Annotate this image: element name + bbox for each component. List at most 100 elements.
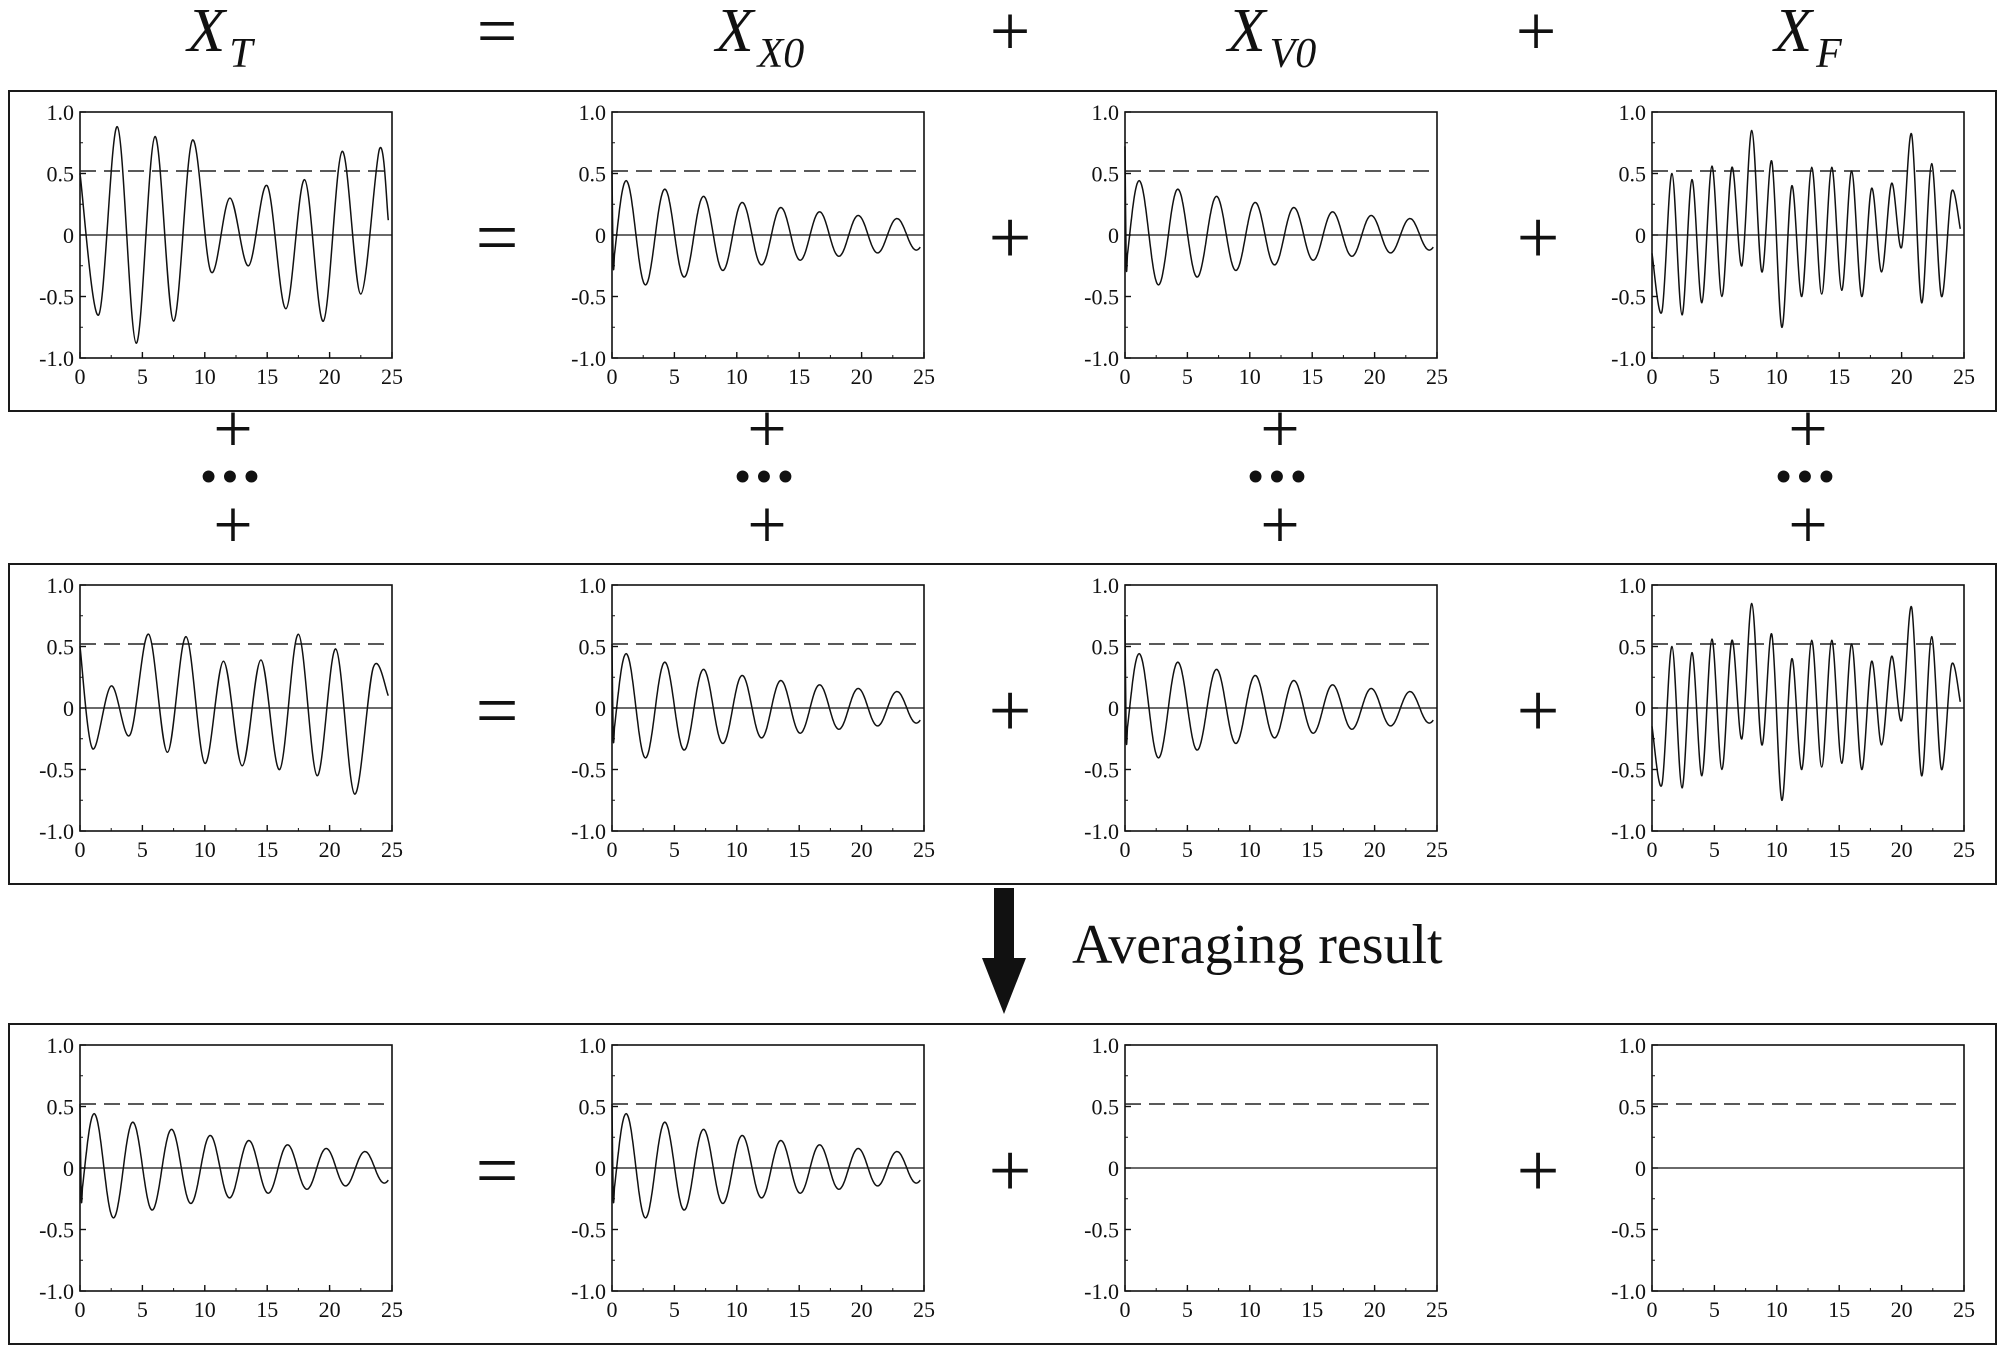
header-plus-1: + bbox=[989, 0, 1031, 71]
y-tick-label: -0.5 bbox=[1084, 758, 1119, 783]
x-tick-label: 15 bbox=[1301, 364, 1323, 389]
y-tick-label: 1.0 bbox=[1092, 1035, 1120, 1058]
series-line bbox=[611, 1103, 921, 1219]
x-tick-label: 0 bbox=[1120, 837, 1131, 862]
y-tick-label: 0.5 bbox=[47, 162, 75, 187]
y-tick-label: 0.5 bbox=[1619, 1095, 1647, 1120]
header-xt: XT bbox=[187, 0, 253, 77]
header-xf: XF bbox=[1774, 0, 1842, 77]
row-3-equals: = bbox=[475, 1129, 519, 1213]
x-tick-label: 0 bbox=[607, 837, 618, 862]
y-tick-label: -0.5 bbox=[1611, 758, 1646, 783]
y-tick-label: 1.0 bbox=[47, 102, 75, 125]
x-tick-label: 5 bbox=[669, 1297, 680, 1322]
x-tick-label: 15 bbox=[1828, 364, 1850, 389]
x-tick-label: 5 bbox=[1182, 1297, 1193, 1322]
y-tick-label: -0.5 bbox=[39, 758, 74, 783]
y-tick-label: -1.0 bbox=[571, 346, 606, 371]
x-tick-label: 15 bbox=[256, 1297, 278, 1322]
connector-ellipsis: ••• bbox=[734, 452, 800, 501]
x-tick-label: 5 bbox=[669, 364, 680, 389]
x-tick-label: 20 bbox=[1364, 364, 1386, 389]
x-tick-label: 10 bbox=[726, 1297, 748, 1322]
x-tick-label: 15 bbox=[256, 837, 278, 862]
y-tick-label: 0 bbox=[1108, 223, 1119, 248]
y-tick-label: -1.0 bbox=[571, 819, 606, 844]
connector-plus-top: + bbox=[1788, 391, 1828, 468]
x-tick-label: 15 bbox=[1828, 837, 1850, 862]
y-tick-label: 1.0 bbox=[579, 102, 607, 125]
x-tick-label: 25 bbox=[913, 837, 935, 862]
y-tick-label: 0 bbox=[63, 696, 74, 721]
x-tick-label: 25 bbox=[1953, 1297, 1975, 1322]
y-tick-label: 0.5 bbox=[579, 162, 607, 187]
x-tick-label: 20 bbox=[319, 364, 341, 389]
y-tick-label: -0.5 bbox=[1084, 1218, 1119, 1243]
row-1-equals: = bbox=[475, 196, 519, 280]
x-tick-label: 25 bbox=[1426, 364, 1448, 389]
x-tick-label: 25 bbox=[381, 1297, 403, 1322]
x-tick-label: 20 bbox=[851, 1297, 873, 1322]
connector-ellipsis: ••• bbox=[1775, 452, 1841, 501]
x-tick-label: 10 bbox=[194, 1297, 216, 1322]
y-tick-label: -0.5 bbox=[571, 758, 606, 783]
x-tick-label: 15 bbox=[788, 1297, 810, 1322]
connector-col-2: + ••• + bbox=[734, 395, 800, 561]
x-tick-label: 20 bbox=[319, 837, 341, 862]
y-tick-label: -1.0 bbox=[1084, 819, 1119, 844]
series-line bbox=[1651, 602, 1962, 802]
x-tick-label: 0 bbox=[1120, 1297, 1131, 1322]
x-tick-label: 25 bbox=[1426, 837, 1448, 862]
x-tick-label: 20 bbox=[1891, 1297, 1913, 1322]
x-tick-label: 5 bbox=[1182, 364, 1193, 389]
x-tick-label: 10 bbox=[1766, 1297, 1788, 1322]
y-tick-label: 1.0 bbox=[1619, 1035, 1647, 1058]
x-tick-label: 10 bbox=[726, 837, 748, 862]
row-1-plus-1: + bbox=[988, 196, 1032, 280]
x-tick-label: 25 bbox=[913, 364, 935, 389]
x-tick-label: 10 bbox=[1239, 1297, 1261, 1322]
row-2-equals: = bbox=[475, 669, 519, 753]
y-tick-label: 0.5 bbox=[47, 1095, 75, 1120]
y-tick-label: 0 bbox=[63, 223, 74, 248]
y-tick-label: -1.0 bbox=[571, 1279, 606, 1304]
y-tick-label: 0 bbox=[1635, 223, 1646, 248]
y-tick-label: -0.5 bbox=[571, 285, 606, 310]
y-tick-label: 1.0 bbox=[47, 575, 75, 598]
y-tick-label: -1.0 bbox=[1611, 346, 1646, 371]
x-tick-label: 5 bbox=[669, 837, 680, 862]
row-2-plus-1: + bbox=[988, 669, 1032, 753]
connector-plus-bottom: + bbox=[1788, 487, 1828, 564]
series-line bbox=[79, 1103, 389, 1219]
y-tick-label: 0 bbox=[1108, 1156, 1119, 1181]
y-tick-label: -1.0 bbox=[39, 346, 74, 371]
y-tick-label: 0 bbox=[63, 1156, 74, 1181]
y-tick-label: 0.5 bbox=[1619, 162, 1647, 187]
y-tick-label: -1.0 bbox=[1611, 1279, 1646, 1304]
header-plus-2: + bbox=[1515, 0, 1557, 71]
x-tick-label: 10 bbox=[194, 364, 216, 389]
row-3-plus-2: + bbox=[1516, 1129, 1560, 1213]
y-tick-label: -1.0 bbox=[1084, 346, 1119, 371]
y-tick-label: 1.0 bbox=[1092, 102, 1120, 125]
series-line bbox=[611, 170, 921, 286]
header-xx0: XX0 bbox=[715, 0, 805, 77]
x-tick-label: 15 bbox=[1828, 1297, 1850, 1322]
x-tick-label: 20 bbox=[1364, 1297, 1386, 1322]
x-tick-label: 5 bbox=[137, 837, 148, 862]
y-tick-label: 1.0 bbox=[47, 1035, 75, 1058]
x-tick-label: 10 bbox=[726, 364, 748, 389]
series-line bbox=[611, 643, 921, 759]
connector-plus-top: + bbox=[213, 391, 253, 468]
connector-col-4: + ••• + bbox=[1775, 391, 1841, 564]
y-tick-label: 0.5 bbox=[47, 635, 75, 660]
x-tick-label: 15 bbox=[1301, 1297, 1323, 1322]
y-tick-label: 0 bbox=[1635, 696, 1646, 721]
y-tick-label: 1.0 bbox=[1619, 102, 1647, 125]
y-tick-label: -0.5 bbox=[39, 1218, 74, 1243]
x-tick-label: 15 bbox=[788, 837, 810, 862]
